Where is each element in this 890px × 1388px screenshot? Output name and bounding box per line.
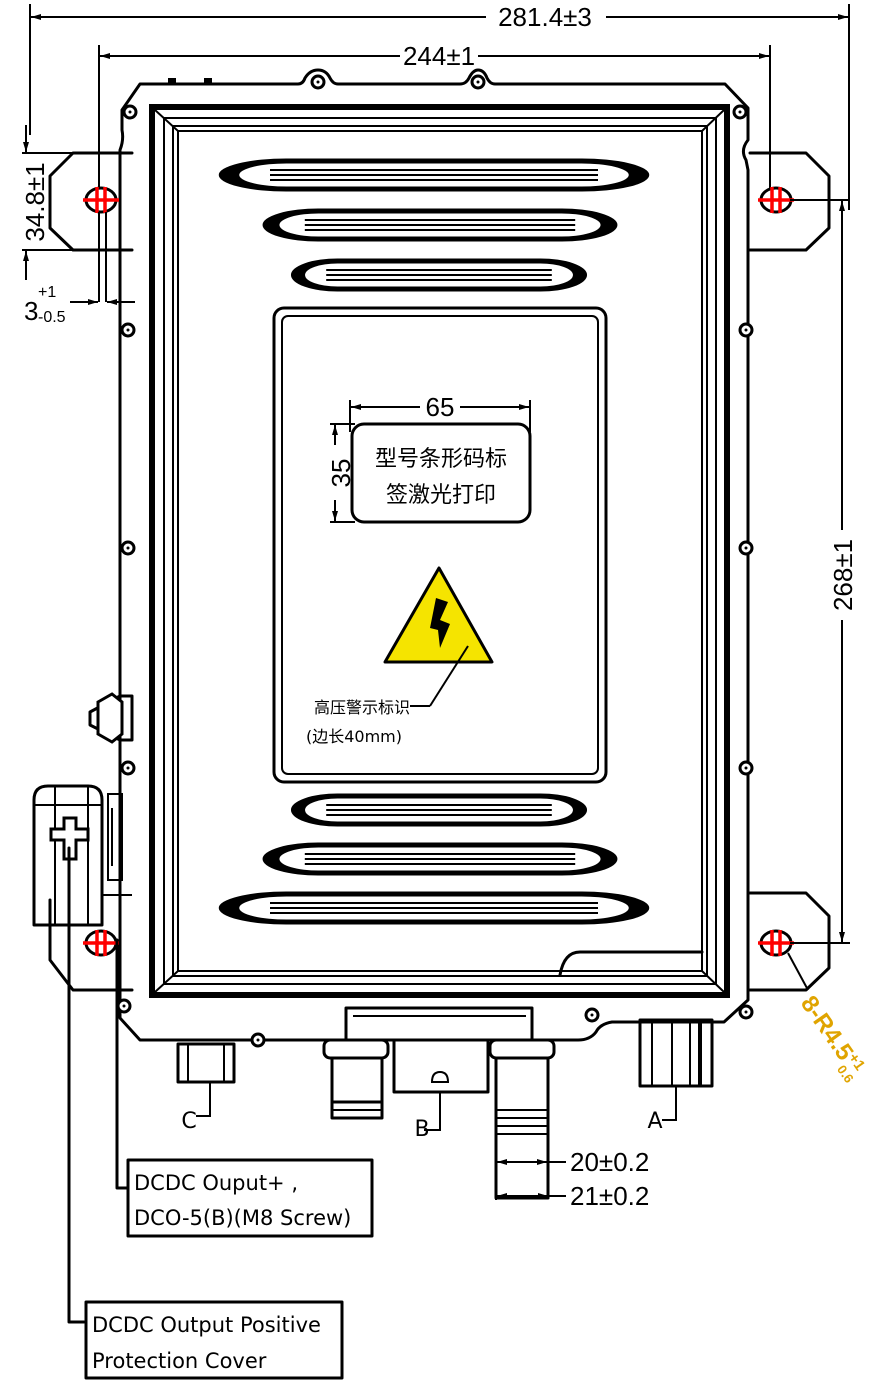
hv-connector-left [322,1038,390,1120]
connector-diameter-dims [495,1159,566,1200]
barcode-label-area [350,422,532,524]
hole-offset-dim: 3 [24,296,38,326]
mount-hole-bottom-left [81,928,121,958]
radius-leader [787,952,809,991]
label-width-dim: 65 [426,392,455,422]
mount-tab-bottom-right [748,891,850,992]
inner-panel [272,306,608,784]
connector-c [176,1042,236,1117]
protection-cover [32,784,132,927]
warning-leader [429,645,469,707]
hv-connector-right [488,1038,556,1200]
tab-height-dim: 34.8±1 [20,162,50,241]
label-dimensions [330,400,531,523]
mount-height-dim: 268±1 [828,539,858,611]
connector-c-label: C [181,1109,196,1134]
protection-cover-line2: Protection Cover [92,1349,267,1373]
connector-a-label: A [647,1109,662,1134]
protection-cover-line1: DCDC Output Positive [92,1313,321,1337]
hole-offset-lower-tol: -0.5 [38,309,66,326]
protection-cover-callout-box [84,1300,344,1380]
connector-dia-inner: 20±0.2 [570,1147,649,1177]
high-voltage-warning-icon [383,566,494,664]
mount-tab-bottom-left [48,898,134,992]
top-nub-right [204,78,212,84]
housing-flange [118,68,750,1042]
connector-b-housing [344,1006,534,1131]
lid-frame [149,104,730,998]
connector-b-label: B [414,1117,429,1142]
connector-a [638,1018,714,1121]
dcdc-output-line1: DCDC Ouput+ , [134,1171,298,1195]
ribs-top [229,161,639,289]
connector-dia-outer: 21±0.2 [570,1181,649,1211]
mount-tab-top-right [748,151,850,252]
dcdc-output-leader [115,938,130,1190]
hole-offset-dimension [70,212,135,305]
ribs-bottom [229,796,639,922]
mount-hole-top-right [756,185,796,215]
barcode-label-line2: 签激光打印 [386,483,496,508]
mount-hole-bottom-right [756,928,796,958]
warning-label-line2: (边长40mm) [306,727,402,746]
hole-radius-callout: 8-R4.5+10.6 [791,991,871,1086]
overall-width-dim: 281.4±3 [498,2,592,32]
mount-width-dim: 244±1 [403,41,475,71]
dcdc-output-callout-box [126,1158,374,1238]
hole-offset-upper-tol: +1 [38,284,56,301]
barcode-label-line1: 型号条形码标 [375,447,507,472]
warning-label-line1: 高压警示标识 [314,698,410,717]
mount-hole-top-left [81,185,121,215]
hex-vent-plug [88,692,134,744]
tab-height-dimension [22,125,132,280]
lid-fold [558,950,704,977]
top-nub-left [168,78,176,84]
dcdc-output-line2: DCO-5(B)(M8 Screw) [134,1206,351,1230]
overall-width-dimension [29,4,850,210]
protection-cover-leader [67,846,86,1324]
